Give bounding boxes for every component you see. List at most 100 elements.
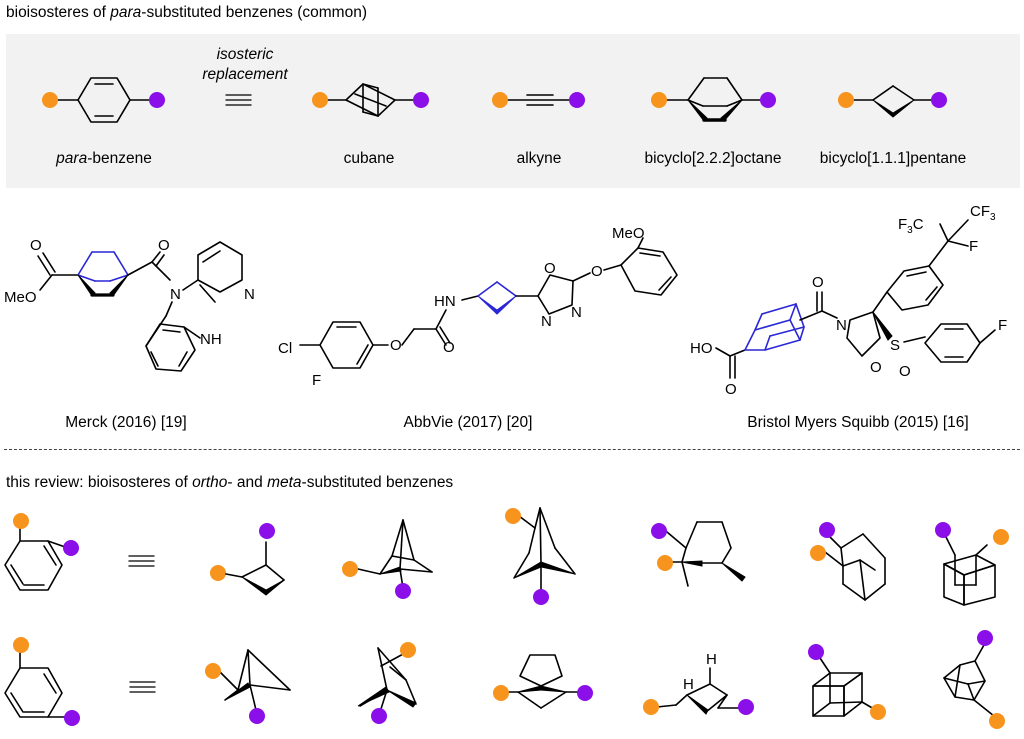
purple-dot (738, 699, 754, 715)
atom-n: N (836, 317, 847, 334)
atom-h: H (683, 676, 694, 693)
f3c-sub: 3 (907, 225, 913, 236)
atom-f: F (969, 238, 978, 255)
atom-n: N (170, 286, 181, 303)
orange-dot (643, 699, 659, 715)
purple-dot (249, 708, 265, 724)
atom-o: O (899, 363, 911, 380)
isosteric-label-1: isosteric (216, 46, 274, 63)
bms-label: Bristol Myers Squibb (2015) [16] (747, 414, 969, 431)
atom-o: O (30, 237, 42, 254)
atom-meo: MeO (612, 225, 645, 242)
purple-dot (395, 583, 411, 599)
cf3-cf: CF (970, 203, 990, 220)
bcp-structure (838, 85, 947, 118)
orange-dot (205, 663, 221, 679)
bco-structure (651, 77, 776, 122)
meta-bicyclopentane-structure: H H (643, 651, 754, 715)
f3c-c: C (913, 216, 924, 233)
purple-dot (569, 92, 585, 108)
review-header: this review: bioisosteres of ortho- and … (6, 475, 453, 491)
meta-cubane-structure (808, 644, 886, 720)
atom-s: S (890, 337, 900, 354)
orange-dot (492, 92, 508, 108)
orange-dot (13, 513, 29, 529)
common-header: bioisosteres of para-substituted benzene… (6, 5, 367, 21)
cubane-structure (312, 83, 429, 117)
purple-dot (533, 589, 549, 605)
atom-f: F (998, 317, 1007, 334)
review-suffix: -substituted benzenes (301, 474, 454, 491)
meta-benzene-structure (4, 637, 80, 726)
orange-dot (810, 545, 826, 561)
para-rest: -benzene (87, 150, 152, 167)
orange-dot (342, 561, 358, 577)
header-suffix: -substituted benzenes (common) (141, 4, 367, 21)
equivalent-symbol (225, 94, 252, 106)
purple-dot (259, 523, 275, 539)
review-meta: meta (267, 474, 302, 491)
atom-o: O (443, 339, 455, 356)
purple-dot (651, 523, 667, 539)
para-bioisostere-panel (6, 34, 1020, 188)
purple-dot (819, 522, 835, 538)
meta-bicyclohexane-2-structure (357, 642, 417, 724)
abbvie-structure: Cl F O O HN O N N O MeO (278, 225, 678, 389)
orange-dot (505, 508, 521, 524)
meta-bicyclohexane-structure (205, 649, 291, 724)
atom-n: N (571, 304, 582, 321)
purple-dot (760, 92, 776, 108)
orange-dot (210, 565, 226, 581)
purple-dot (371, 708, 387, 724)
equivalent-symbol (129, 681, 156, 693)
header-italic: para (110, 4, 142, 21)
bco-label: bicyclo[2.2.2]octane (644, 150, 782, 167)
ortho-bicyclohexane-structure (342, 519, 433, 599)
equivalent-symbol (128, 555, 155, 567)
purple-dot (808, 644, 824, 660)
atom-o: O (870, 359, 882, 376)
abbvie-label: AbbVie (2017) [20] (403, 414, 533, 431)
atom-f3c: F3C (898, 216, 924, 236)
isosteric-label-2: replacement (202, 66, 288, 83)
cubane-label: cubane (343, 150, 395, 167)
atom-n: N (541, 313, 552, 330)
ortho-bcp-structure (210, 523, 285, 596)
orange-dot (870, 704, 886, 720)
atom-o: O (812, 274, 824, 291)
orange-dot (400, 642, 416, 658)
atom-hn: HN (434, 293, 456, 310)
f3c-f: F (898, 216, 907, 233)
orange-dot (42, 92, 58, 108)
merck-label: Merck (2016) [19] (65, 414, 187, 431)
merck-structure: MeO O O N N NH (4, 237, 255, 372)
purple-dot (977, 630, 993, 646)
atom-n: N (244, 286, 255, 303)
meta-adamantane-structure (943, 630, 1005, 729)
purple-dot (577, 685, 593, 701)
purple-dot (413, 92, 429, 108)
orange-dot (651, 92, 667, 108)
orange-dot (493, 685, 509, 701)
orange-dot (993, 529, 1009, 545)
ortho-bicyclohexane-2-structure (505, 507, 576, 605)
atom-o: O (158, 237, 170, 254)
atom-cf3: CF3 (970, 203, 996, 223)
section-divider (4, 449, 1020, 450)
alkyne-structure (492, 92, 585, 108)
atom-ho: HO (690, 340, 713, 357)
ortho-adamantane-structure (810, 522, 886, 601)
para-italic: para (56, 150, 88, 167)
atom-o: O (591, 263, 603, 280)
purple-dot (63, 540, 79, 556)
purple-dot (935, 522, 951, 538)
review-prefix: this review: bioisosteres of (6, 474, 193, 491)
atom-nh: NH (200, 331, 222, 348)
atom-meo: MeO (4, 289, 37, 306)
atom-o: O (725, 381, 737, 398)
ortho-bicycloheptane-structure (651, 521, 746, 587)
orange-dot (657, 555, 673, 571)
para-benzene-label: para-benzene (56, 151, 152, 167)
bms-structure: HO O O N F3C CF3 F (690, 203, 1007, 398)
